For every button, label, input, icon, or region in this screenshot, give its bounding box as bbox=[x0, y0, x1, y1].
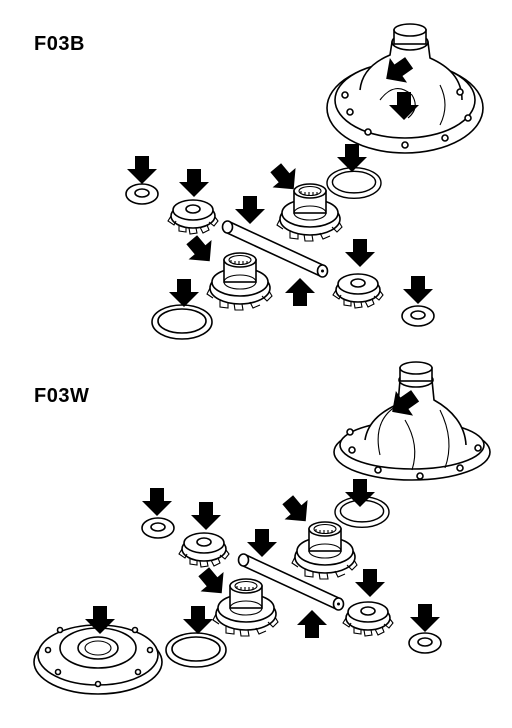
side-gear-upper-f03w bbox=[291, 521, 358, 580]
pinion-gear-right-f03b bbox=[332, 273, 384, 309]
side-gear-lower-f03b bbox=[206, 252, 273, 311]
side-gear-lower-f03w bbox=[212, 578, 279, 637]
washer-top-left-f03w bbox=[141, 517, 175, 539]
ring-washer-lower-f03w bbox=[165, 632, 227, 668]
pinion-gear-right-f03w bbox=[342, 601, 394, 637]
diagram-label-f03b: F03B bbox=[34, 33, 85, 55]
pinion-gear-left-f03w bbox=[178, 532, 230, 568]
diagram-label-f03w: F03W bbox=[34, 385, 90, 407]
washer-bottom-right-f03b bbox=[401, 305, 435, 327]
differential-case-f03b bbox=[326, 23, 484, 154]
pinion-gear-left-f03b bbox=[167, 199, 219, 235]
ring-washer-lower-f03b bbox=[151, 304, 213, 340]
washer-top-left-f03b bbox=[125, 183, 159, 205]
differential-case-f03w bbox=[333, 361, 491, 481]
differential-cover-f03w bbox=[33, 624, 163, 695]
washer-bottom-right-f03w bbox=[408, 632, 442, 654]
ring-washer-upper-f03b bbox=[326, 166, 382, 200]
